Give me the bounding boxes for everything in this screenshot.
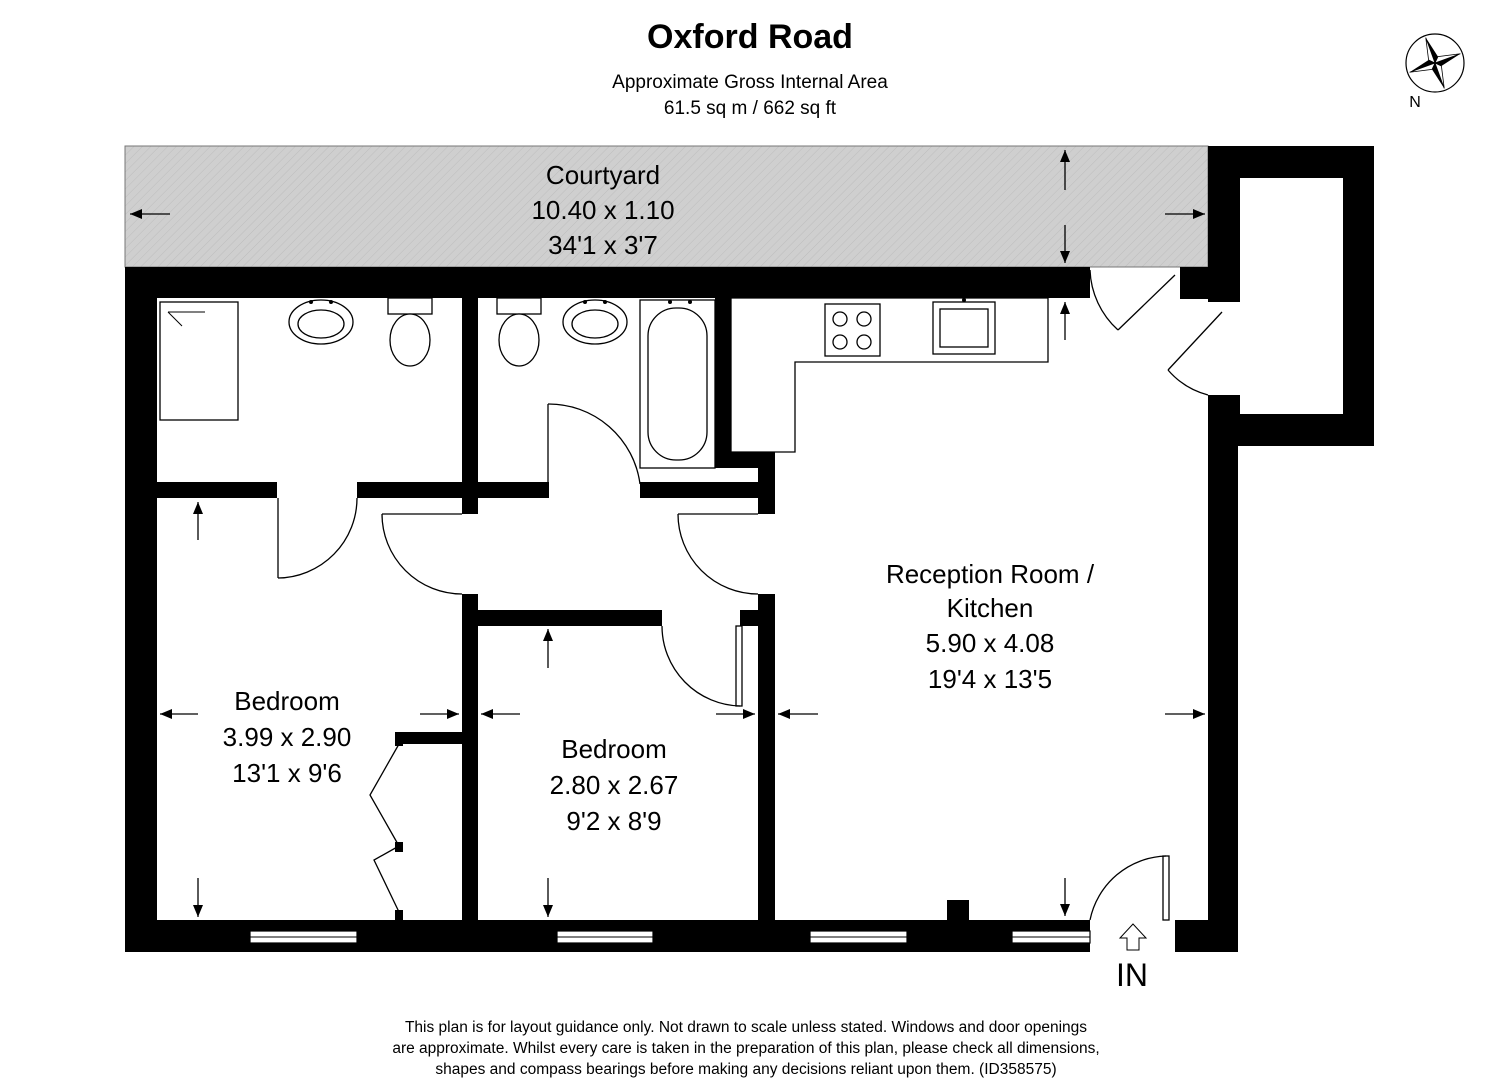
bedroom2-name: Bedroom	[561, 734, 667, 764]
bathroom-sink	[288, 299, 354, 345]
courtyard-name: Courtyard	[546, 160, 660, 190]
reception-name-line1: Reception Room /	[886, 559, 1095, 589]
bathtub	[639, 299, 716, 469]
shower-tray	[159, 301, 239, 421]
wardrobe-doors	[369, 743, 403, 920]
courtyard-imperial: 34'1 x 3'7	[548, 230, 658, 260]
reception-name-line2: Kitchen	[947, 593, 1034, 623]
toilet	[496, 297, 542, 367]
dimension-arrows	[130, 150, 1205, 951]
courtyard-label: Courtyard 10.40 x 1.10 34'1 x 3'7	[531, 160, 674, 260]
bedroom2-label: Bedroom 2.80 x 2.67 9'2 x 8'9	[550, 734, 679, 836]
courtyard-area	[124, 145, 1209, 268]
disclaimer-line2: are approximate. Whilst every care is ta…	[392, 1040, 1099, 1057]
entry-arrow-icon	[1118, 923, 1148, 951]
bedroom1-metric: 3.99 x 2.90	[223, 722, 352, 752]
bedroom2-metric: 2.80 x 2.67	[550, 770, 679, 800]
reception-label: Reception Room / Kitchen 5.90 x 4.08 19'…	[886, 559, 1095, 694]
disclaimer-line3: shapes and compass bearings before makin…	[435, 1061, 1056, 1078]
disclaimer-line1: This plan is for layout guidance only. N…	[405, 1019, 1087, 1036]
doors	[277, 269, 1223, 921]
area-value: 61.5 sq m / 662 sq ft	[664, 98, 837, 119]
compass-rose-icon	[1405, 33, 1465, 93]
bedroom1-imperial: 13'1 x 9'6	[232, 758, 342, 788]
bedroom1-name: Bedroom	[234, 686, 340, 716]
courtyard-metric: 10.40 x 1.10	[531, 195, 674, 225]
reception-metric: 5.90 x 4.08	[926, 628, 1055, 658]
kitchen-sink	[932, 298, 996, 355]
toilet	[387, 297, 433, 367]
entry-label: IN	[1116, 957, 1148, 993]
windows	[249, 930, 1091, 944]
bedroom2-imperial: 9'2 x 8'9	[566, 806, 661, 836]
area-label: Approximate Gross Internal Area	[612, 72, 888, 93]
kitchen-counter	[730, 297, 1049, 453]
reception-imperial: 19'4 x 13'5	[928, 664, 1052, 694]
hob-icon	[824, 303, 881, 357]
bathroom-sink	[562, 299, 628, 345]
bedroom1-label: Bedroom 3.99 x 2.90 13'1 x 9'6	[223, 686, 352, 788]
plan-title: Oxford Road	[647, 18, 853, 56]
compass-north-label: N	[1409, 94, 1421, 111]
